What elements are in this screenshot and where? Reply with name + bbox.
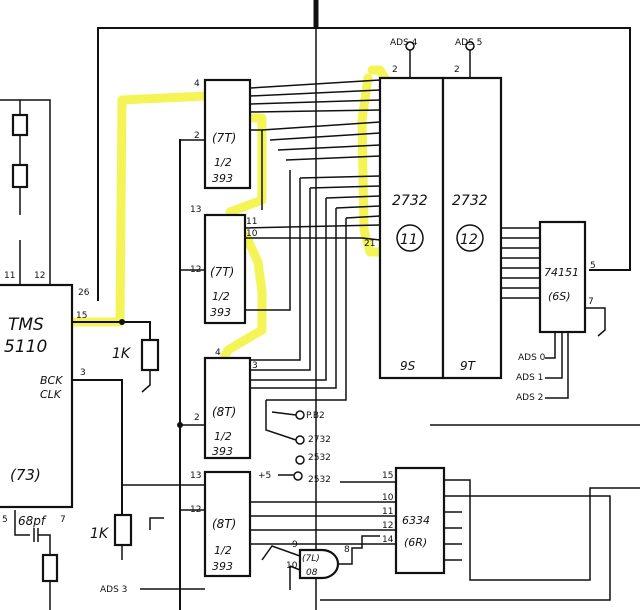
mux-ref: (6S) — [548, 290, 571, 303]
cpu-name-line2: 5110 — [4, 337, 47, 357]
counter2-part: 393 — [210, 306, 231, 319]
ads4-label: ADS 4 — [390, 38, 418, 48]
counter3-part: 393 — [212, 445, 233, 458]
cpu-ref: (73) — [10, 466, 41, 484]
rom1-pin21: 21 — [364, 239, 375, 249]
counter3-pin2: 2 — [194, 413, 200, 423]
jumper-label-2532b: 2532 — [308, 475, 331, 485]
cpu-pin-bot: 5 — [2, 515, 8, 525]
counter1-ref: (7T) — [212, 131, 236, 145]
counter4-part: 393 — [212, 560, 233, 573]
counter1-pin2: 2 — [194, 131, 200, 141]
ads1-label: ADS 1 — [516, 373, 543, 383]
jumper-label-pb2: P.B2 — [306, 411, 325, 421]
rom1-loc: 9S — [400, 359, 416, 373]
chip6334-part: 6334 — [402, 514, 430, 527]
counter4-ref: (8T) — [212, 517, 236, 531]
ads0-label: ADS 0 — [518, 353, 546, 363]
chip6334-pin12: 12 — [382, 521, 393, 531]
cpu-bdclk-label1: BCK — [40, 374, 63, 387]
rom1-part: 2732 — [392, 193, 428, 209]
chip6334-pin11: 11 — [382, 507, 393, 517]
counter1-pin4: 4 — [194, 79, 200, 89]
counter3-frac: 1/2 — [214, 430, 232, 443]
cpu-pin26: 26 — [78, 288, 90, 298]
cap-pin7: 7 — [60, 515, 66, 525]
counter2-pin11: 11 — [246, 217, 257, 227]
and-gate-7l: (7L) 08 9 10 8 — [286, 540, 350, 580]
counter2-pin10: 10 — [246, 229, 258, 239]
chip6334-pin14: 14 — [382, 535, 394, 545]
tms5110-chip: TMS 5110 BCK CLK (73) 15 26 3 11 12 5 — [0, 271, 90, 525]
counter4-pin13: 13 — [190, 471, 201, 481]
mux-part: 74151 — [544, 266, 579, 279]
jumper-label-2532: 2532 — [308, 453, 331, 463]
counter-393-3: (8T) 1/2 393 4 2 — [194, 348, 252, 460]
counter-393-2: (7T) 1/2 393 13 12 — [190, 205, 247, 325]
address-bus — [244, 79, 381, 401]
rom1-num: 11 — [400, 232, 418, 248]
rom2-num: 12 — [460, 232, 478, 248]
cpu-pin-top1: 11 — [4, 271, 15, 281]
resistor-1k-top — [140, 338, 160, 372]
capacitor-resistor — [41, 553, 59, 583]
cpu-pin15: 15 — [76, 311, 87, 321]
rom-2732-12: 2732 12 9T 2 — [441, 65, 503, 380]
ads5-label: ADS 5 — [455, 38, 482, 48]
counter1-part: 393 — [212, 172, 233, 185]
resistor-1k-bottom — [113, 513, 133, 547]
chip6334-ref: (6R) — [404, 536, 427, 549]
rom1-pin2: 2 — [392, 65, 398, 75]
counter-393-1: (7T) 1/2 393 4 2 — [194, 78, 252, 190]
counter3-ref: (8T) — [212, 405, 236, 419]
mux-pin7: 7 — [588, 297, 594, 307]
rom2-part: 2732 — [452, 193, 488, 209]
gate-ref: (7L) — [302, 554, 320, 564]
mux-pin5: 5 — [590, 261, 596, 271]
rom2-pin2: 2 — [454, 65, 460, 75]
cpu-pin-top2: 12 — [34, 271, 45, 281]
counter1-frac: 1/2 — [214, 156, 232, 169]
gate-pin9: 9 — [292, 540, 298, 550]
counter3-pin4: 4 — [215, 348, 221, 358]
resistor-left-2 — [11, 163, 29, 189]
gate-pin8: 8 — [344, 545, 350, 555]
plus5-label: +5 — [258, 471, 271, 481]
cpu-pin3: 3 — [80, 368, 86, 378]
resistor-1k-top-label: 1K — [112, 346, 132, 362]
cpu-name-line1: TMS — [8, 315, 44, 335]
mux-74151: 74151 (6S) 5 7 — [538, 220, 596, 334]
cpu-bdclk-label2: CLK — [40, 388, 62, 401]
chip6334-pin10: 10 — [382, 493, 394, 503]
chip-6334: 6334 (6R) 15 10 11 12 14 — [382, 466, 446, 575]
counter2-pin13: 13 — [190, 205, 201, 215]
counter2-ref: (7T) — [210, 265, 234, 279]
jumper-label-2732: 2732 — [308, 435, 331, 445]
rom2-loc: 9T — [460, 359, 477, 373]
gate-part: 08 — [306, 568, 318, 578]
chip6334-pin15: 15 — [382, 471, 393, 481]
resistor-left-1 — [11, 113, 29, 137]
counter2-frac: 1/2 — [212, 290, 230, 303]
jumper-selector: P.B2 2732 2532 2532 +5 — [258, 400, 331, 485]
counter4-frac: 1/2 — [214, 544, 232, 557]
counter3-pin3: 3 — [252, 361, 258, 371]
counter-393-4: (8T) 1/2 393 13 12 — [190, 470, 252, 578]
data-bus — [501, 227, 540, 299]
capacitor-label: 68pf — [18, 514, 47, 528]
resistor-1k-bottom-label: 1K — [90, 526, 110, 542]
ads2-label: ADS 2 — [516, 393, 543, 403]
ads3-label: ADS 3 — [100, 585, 127, 595]
rom-2732-11: 2732 11 9S 21 2 — [364, 65, 445, 380]
